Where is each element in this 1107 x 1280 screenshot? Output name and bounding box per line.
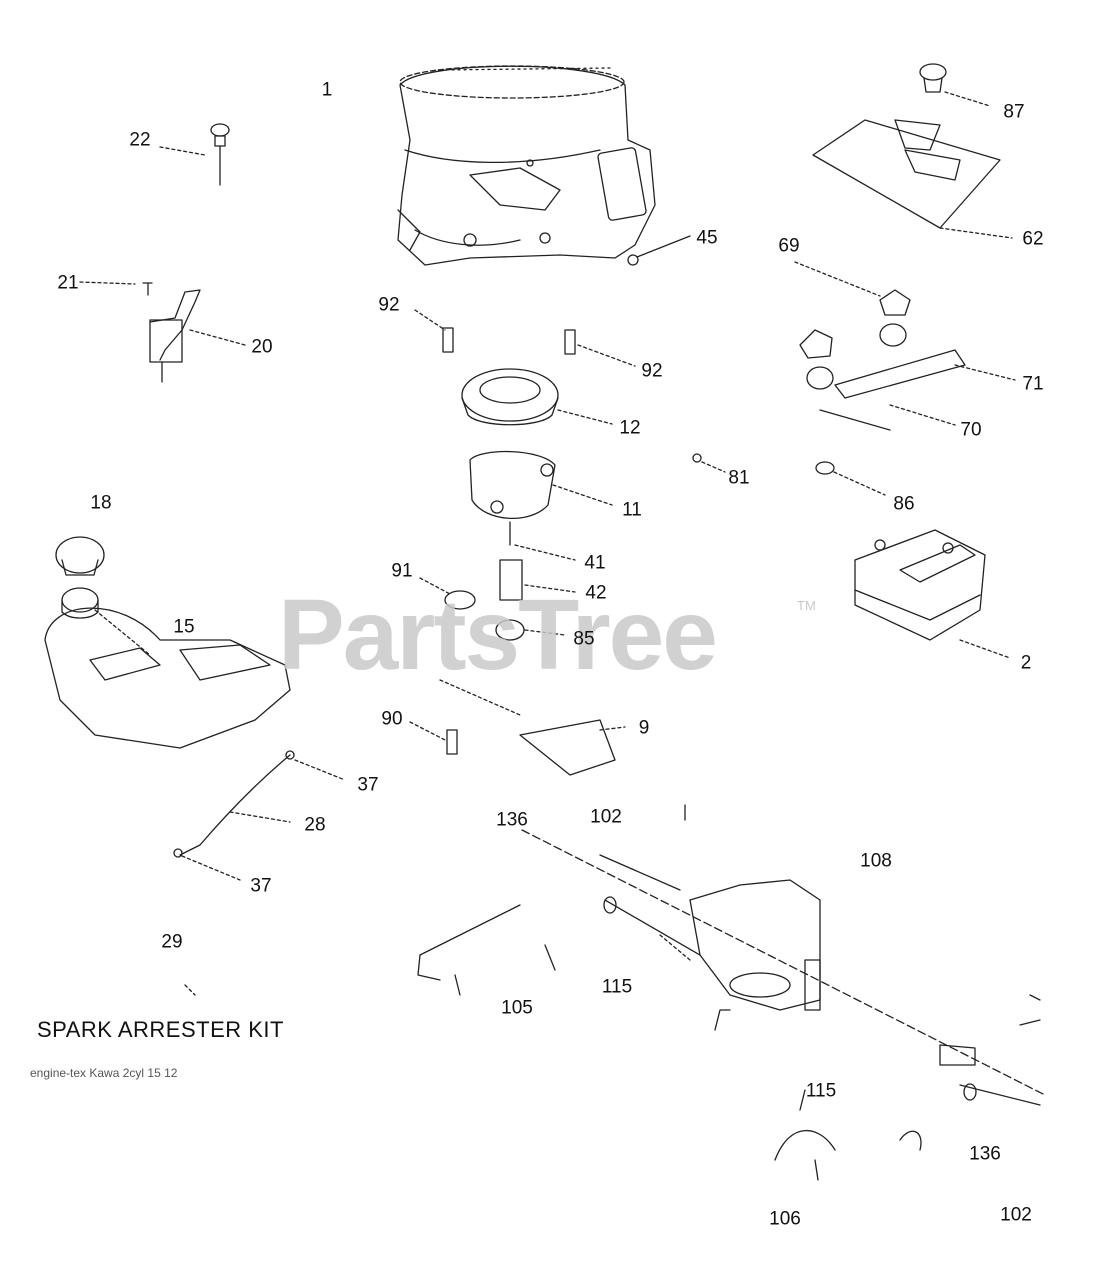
engine-note: engine-tex Kawa 2cyl 15 12 bbox=[30, 1066, 178, 1080]
callout-20: 20 bbox=[251, 336, 273, 358]
transaxle-108 bbox=[521, 804, 1046, 1106]
callout-87: 87 bbox=[1003, 101, 1025, 123]
nut-86 bbox=[815, 461, 886, 496]
brand-watermark: PartsTree bbox=[278, 579, 718, 691]
callout-108: 108 bbox=[860, 850, 892, 872]
callout-42: 42 bbox=[585, 582, 607, 604]
callout-37-lower: 37 bbox=[250, 875, 272, 897]
bolt-45 bbox=[627, 235, 691, 266]
bolt-22 bbox=[159, 123, 230, 186]
callout-18: 18 bbox=[90, 492, 112, 514]
bolts-136-102-right bbox=[963, 994, 1041, 1101]
callout-81: 81 bbox=[728, 467, 750, 489]
callout-90: 90 bbox=[381, 708, 403, 730]
fuel-line-28 bbox=[173, 750, 346, 881]
callout-92-right: 92 bbox=[641, 360, 663, 382]
callout-86: 86 bbox=[893, 493, 915, 515]
callout-11: 11 bbox=[622, 499, 642, 521]
callout-70: 70 bbox=[960, 419, 982, 441]
bracket-69-70-71 bbox=[794, 261, 1016, 431]
callout-9: 9 bbox=[638, 717, 650, 739]
plate-62 bbox=[812, 119, 1013, 239]
callout-136-lower: 136 bbox=[969, 1143, 1001, 1165]
callout-92-left: 92 bbox=[378, 294, 400, 316]
spacers-41-42-85 bbox=[495, 559, 576, 641]
fuel-tank-15 bbox=[44, 536, 291, 749]
trademark-symbol: TM bbox=[797, 598, 816, 613]
kit-title: SPARK ARRESTER KIT bbox=[37, 1017, 284, 1042]
callout-45: 45 bbox=[696, 227, 718, 249]
callout-102-upper: 102 bbox=[590, 806, 622, 828]
callout-71: 71 bbox=[1022, 373, 1044, 395]
pulley-12 bbox=[461, 368, 613, 426]
throttle-control-20 bbox=[79, 281, 246, 383]
callout-41: 41 bbox=[584, 552, 606, 574]
callout-91: 91 bbox=[391, 560, 413, 582]
ring-81 bbox=[692, 453, 726, 473]
bracket-105 bbox=[417, 904, 556, 996]
callout-12: 12 bbox=[619, 417, 641, 439]
clutch-11 bbox=[469, 450, 613, 561]
callout-115-lower: 115 bbox=[805, 1080, 837, 1102]
callout-2: 2 bbox=[1020, 652, 1032, 674]
callout-136-upper: 136 bbox=[496, 809, 528, 831]
callout-105: 105 bbox=[501, 997, 533, 1019]
callout-21: 21 bbox=[57, 272, 79, 294]
callout-37-upper: 37 bbox=[357, 774, 379, 796]
callout-28: 28 bbox=[304, 814, 326, 836]
callout-22: 22 bbox=[129, 129, 151, 151]
callout-106: 106 bbox=[769, 1208, 801, 1230]
bracket-106 bbox=[774, 1089, 922, 1181]
callout-1: 1 bbox=[321, 79, 333, 101]
knob-87 bbox=[919, 63, 991, 107]
callout-69: 69 bbox=[778, 235, 800, 257]
bolt-92-left bbox=[414, 309, 454, 353]
callout-102-lower: 102 bbox=[1000, 1204, 1032, 1226]
bolt-92-right bbox=[564, 329, 636, 367]
callout-85: 85 bbox=[573, 628, 595, 650]
callout-15: 15 bbox=[173, 616, 195, 638]
parts-91-90-9 bbox=[409, 577, 626, 776]
spark-arrester-29 bbox=[184, 984, 196, 996]
callout-62: 62 bbox=[1022, 228, 1044, 250]
callout-29: 29 bbox=[161, 931, 183, 953]
engine-part bbox=[397, 65, 656, 266]
callout-115-upper: 115 bbox=[601, 976, 633, 998]
battery-2 bbox=[854, 529, 1011, 659]
